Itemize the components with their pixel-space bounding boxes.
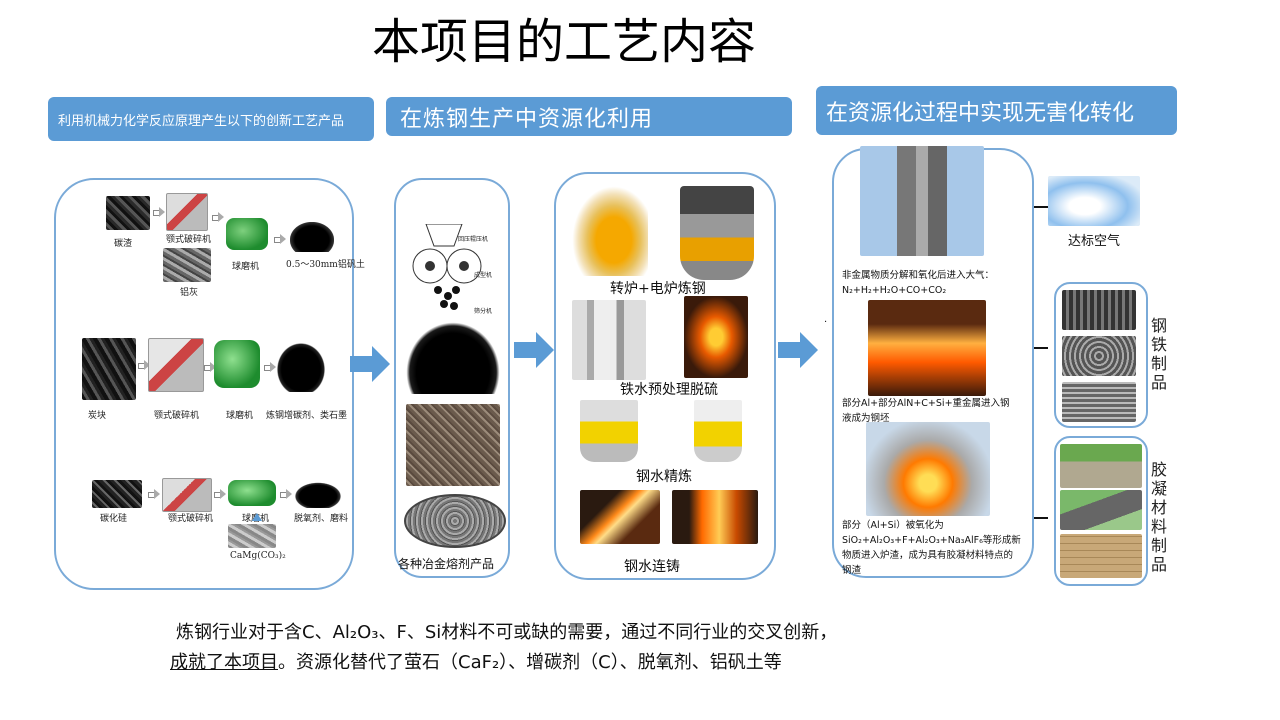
paving-image: [1060, 444, 1142, 488]
arrow-icon: [212, 212, 224, 222]
carbon-block-image: [82, 338, 136, 400]
connector-line: [1034, 347, 1048, 349]
slag-image: [106, 196, 150, 230]
panel-steel-products: [1054, 282, 1148, 428]
sky-image: [1048, 176, 1140, 226]
row3-additive-label: CaMg(CO₃)₂: [230, 551, 286, 561]
desulfurization-caption: 铁水预处理脱硫: [620, 382, 718, 398]
flux-caption: 各种冶金熔剂产品: [398, 557, 495, 571]
rebar-image: [1062, 290, 1136, 330]
converter-caption: 转炉+电炉炼钢: [610, 281, 706, 297]
powder-image: [290, 222, 334, 252]
flow-arrow-icon: [350, 346, 390, 382]
summary-line-1: 炼钢行业对于含C、Al₂O₃、F、Si材料不可或缺的需要，通过不同行业的交叉创新…: [176, 622, 838, 643]
silicon-carbide-image: [92, 480, 142, 508]
roller-label: 回压辊压机: [458, 236, 489, 243]
arrow-icon: [148, 489, 160, 499]
refining-caption: 钢水精炼: [636, 469, 692, 485]
granular-flux-image: [406, 404, 500, 486]
row3-crusher-label: 颚式破碎机: [168, 514, 214, 524]
row1-crusher-label: 颚式破碎机: [166, 235, 212, 245]
arrow-icon: [214, 489, 226, 499]
note-steel: 部分Al+部分AlN+C+Si+重金属进入钢液成为钢坯: [842, 398, 1010, 424]
arrow-icon: [264, 362, 276, 372]
road-image: [1060, 490, 1142, 530]
screen-label: 筛分机: [474, 308, 493, 315]
panel-cement-products: [1054, 436, 1148, 586]
row2-output-label: 炼钢增碳剂、类石墨: [266, 411, 348, 421]
arrow-icon: [204, 362, 216, 372]
arrow-icon: [274, 234, 286, 244]
arrow-icon: [153, 207, 165, 217]
jaw-crusher-image: [166, 193, 208, 231]
row1-output-label: 0.5～30mm铝矾土: [286, 260, 365, 270]
panel-process: [54, 178, 354, 590]
jaw-crusher-image: [162, 478, 212, 512]
slag-pour-image: [866, 422, 990, 516]
dust-tower-image: [860, 146, 984, 256]
flow-arrow-icon: [514, 332, 554, 368]
powder-image: [276, 342, 326, 392]
panel-steelmaking: [554, 172, 776, 580]
summary-line-2: 成就了本项目。资源化替代了萤石（CaF₂）、增碳剂（C）、脱氧剂、铝矾土等: [170, 648, 782, 674]
dot-mark: .: [824, 314, 828, 325]
desulfurization-image: [572, 300, 646, 380]
row2-mill-label: 球磨机: [226, 411, 254, 421]
ladle-image-1: [580, 400, 638, 462]
dolomite-image: [228, 524, 276, 548]
black-powder-image: [406, 322, 500, 394]
roller-press-icon: [412, 223, 482, 310]
ball-mill-image: [226, 218, 268, 250]
cement-products-label: 胶凝材料制品: [1150, 460, 1167, 574]
arrow-icon: [280, 489, 292, 499]
molten-steel-image: [868, 300, 986, 396]
up-arrow-icon: [252, 513, 262, 521]
panel-flux: [394, 178, 510, 578]
casting-caption: 钢水连铸: [624, 559, 680, 575]
molten-iron-image: [684, 296, 748, 378]
coil-image: [1062, 336, 1136, 376]
row1-input1-label: 碳渣: [114, 239, 133, 249]
air-caption: 达标空气: [1068, 234, 1121, 249]
converter-image: [572, 186, 648, 276]
ball-mill-image: [228, 480, 276, 506]
casting-image-2: [672, 490, 758, 544]
summary-highlight: 成就了本项目: [170, 652, 278, 673]
flow-arrow-icon: [778, 332, 830, 368]
connector-line: [1034, 517, 1048, 519]
header-steelmaking: 在炼钢生产中资源化利用: [386, 97, 792, 136]
header-innovation: 利用机械力化学反应原理产生以下的创新工艺产品: [48, 97, 374, 141]
summary-rest: 。资源化替代了萤石（CaF₂）、增碳剂（C）、脱氧剂、铝矾土等: [278, 652, 782, 673]
aluminum-ash-image: [163, 248, 211, 282]
row1-mill-label: 球磨机: [232, 262, 260, 272]
row2-crusher-label: 颚式破碎机: [154, 411, 200, 421]
row1-input2-label: 铝灰: [180, 288, 199, 298]
powder-image: [294, 482, 342, 508]
row3-input-label: 碳化硅: [100, 514, 128, 524]
page-title: 本项目的工艺内容: [372, 14, 757, 70]
row3-output-label: 脱氧剂、磨料: [294, 514, 349, 524]
wire-rod-image: [1062, 382, 1136, 422]
connector-line: [1034, 206, 1048, 208]
casting-image-1: [580, 490, 660, 544]
ladle-image-2: [694, 400, 742, 462]
gray-flux-image: [404, 494, 506, 548]
steel-products-label: 钢铁制品: [1150, 316, 1167, 392]
arrow-icon: [138, 360, 150, 370]
ball-mill-image: [214, 340, 260, 388]
header-harmless: 在资源化过程中实现无害化转化: [816, 86, 1177, 135]
electric-furnace-image: [680, 186, 754, 280]
row2-input-label: 炭块: [88, 411, 107, 421]
forming-label: 成型机: [474, 272, 493, 279]
roller-press-diagram: [404, 223, 504, 314]
jaw-crusher-image: [148, 338, 204, 392]
brick-image: [1060, 534, 1142, 578]
note-air: 非金属物质分解和氧化后进入大气：N₂+H₂+H₂O+CO+CO₂: [842, 270, 995, 296]
note-slag: 部分（Al+Si）被氧化为SiO₂+Al₂O₃+F+Al₂O₃+Na₃AlF₆等…: [842, 520, 1021, 576]
